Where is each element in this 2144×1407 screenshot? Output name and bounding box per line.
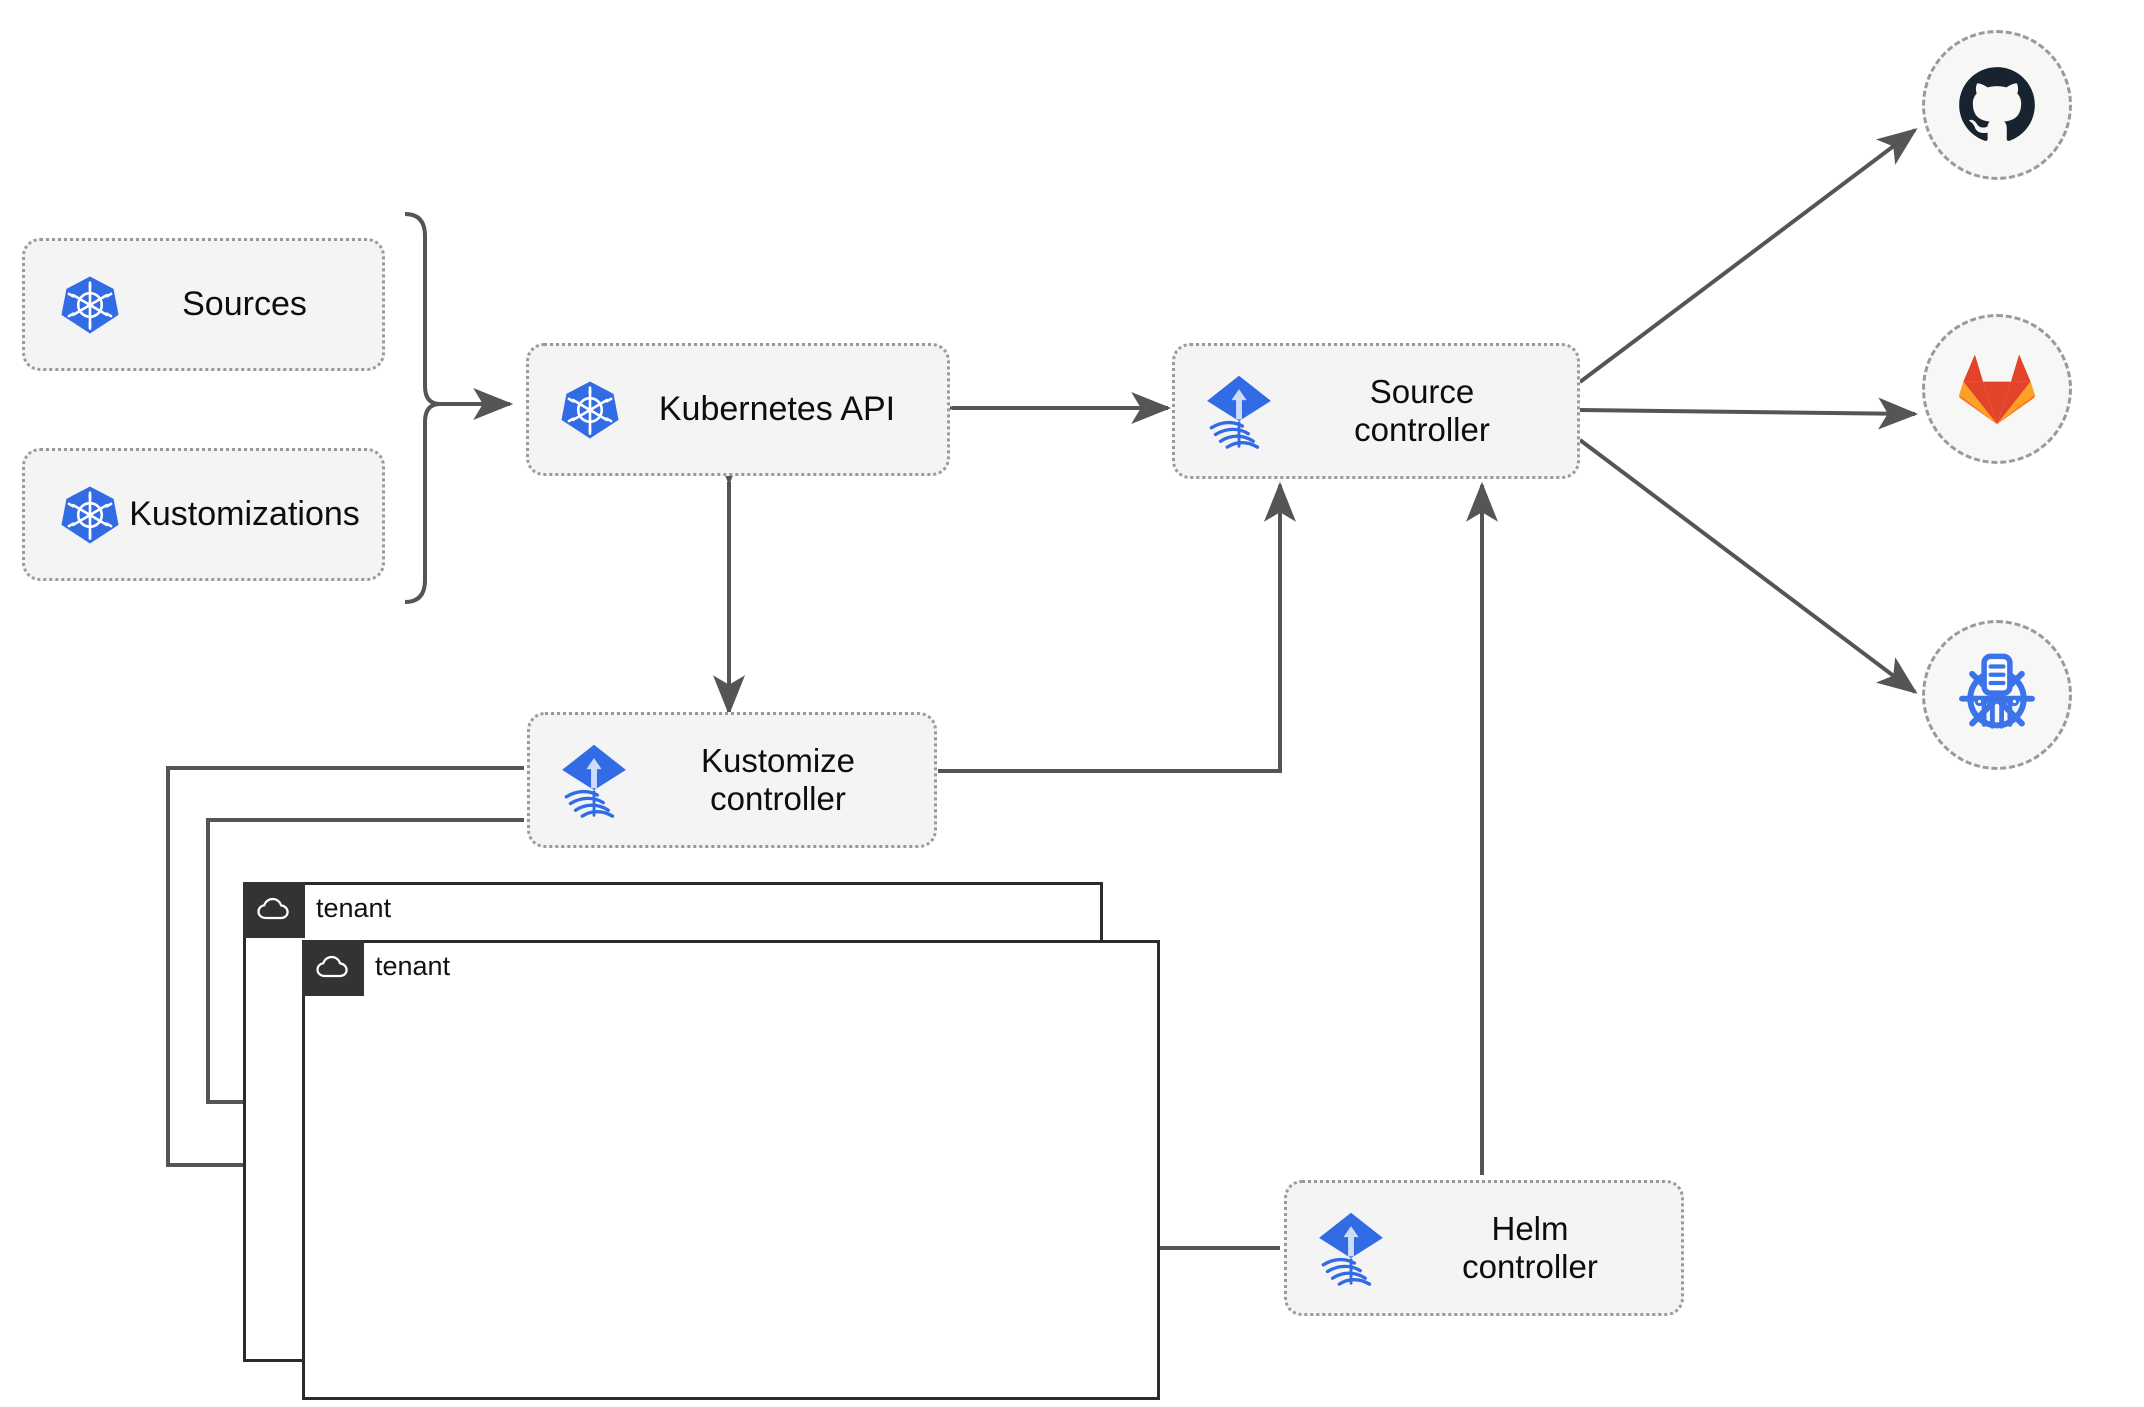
cloud-icon [302, 940, 364, 996]
endpoint-github[interactable] [1922, 30, 2072, 180]
node-kustomizations[interactable]: Kustomizations [22, 448, 385, 581]
edge-kustomize-to-source-controller [938, 481, 1296, 773]
node-kubernetes-api[interactable]: Kubernetes API [526, 343, 950, 476]
github-icon [1959, 67, 2035, 141]
node-helm-controller-label: Helm controller [1462, 1209, 1598, 1285]
edge-group-bracket [404, 212, 441, 604]
edge-source-to-oci [1578, 438, 1918, 694]
node-source-controller[interactable]: Source controller [1172, 343, 1580, 479]
cloud-icon [243, 882, 305, 938]
flux-icon [1309, 1206, 1393, 1290]
node-sources-label: Sources [182, 284, 307, 323]
kubernetes-icon [559, 379, 621, 441]
tenant-container-inner: tenant [302, 940, 1160, 1400]
node-kubernetes-api-label: Kubernetes API [658, 389, 896, 428]
edge-source-to-gitlab [1579, 397, 1919, 430]
endpoint-gitlab[interactable] [1922, 314, 2072, 464]
gitlab-icon [1959, 354, 2035, 425]
kubernetes-icon [59, 274, 121, 336]
oci-registry-icon [1959, 653, 2035, 729]
flux-icon [1197, 369, 1281, 453]
endpoint-oci-registry[interactable] [1922, 620, 2072, 770]
tenant-label-outer: tenant [316, 893, 392, 923]
node-source-controller-label: Source controller [1354, 372, 1490, 448]
flux-icon [552, 738, 636, 822]
node-kustomize-controller-label: Kustomize controller [700, 741, 856, 817]
node-helm-controller[interactable]: Helm controller [1284, 1180, 1684, 1316]
node-kustomizations-label: Kustomizations [129, 494, 360, 533]
tenant-label-inner: tenant [375, 951, 451, 981]
node-sources[interactable]: Sources [22, 238, 385, 371]
edge-source-to-github [1578, 128, 1918, 384]
node-kustomize-controller[interactable]: Kustomize controller [527, 712, 937, 848]
kubernetes-icon [59, 484, 121, 546]
